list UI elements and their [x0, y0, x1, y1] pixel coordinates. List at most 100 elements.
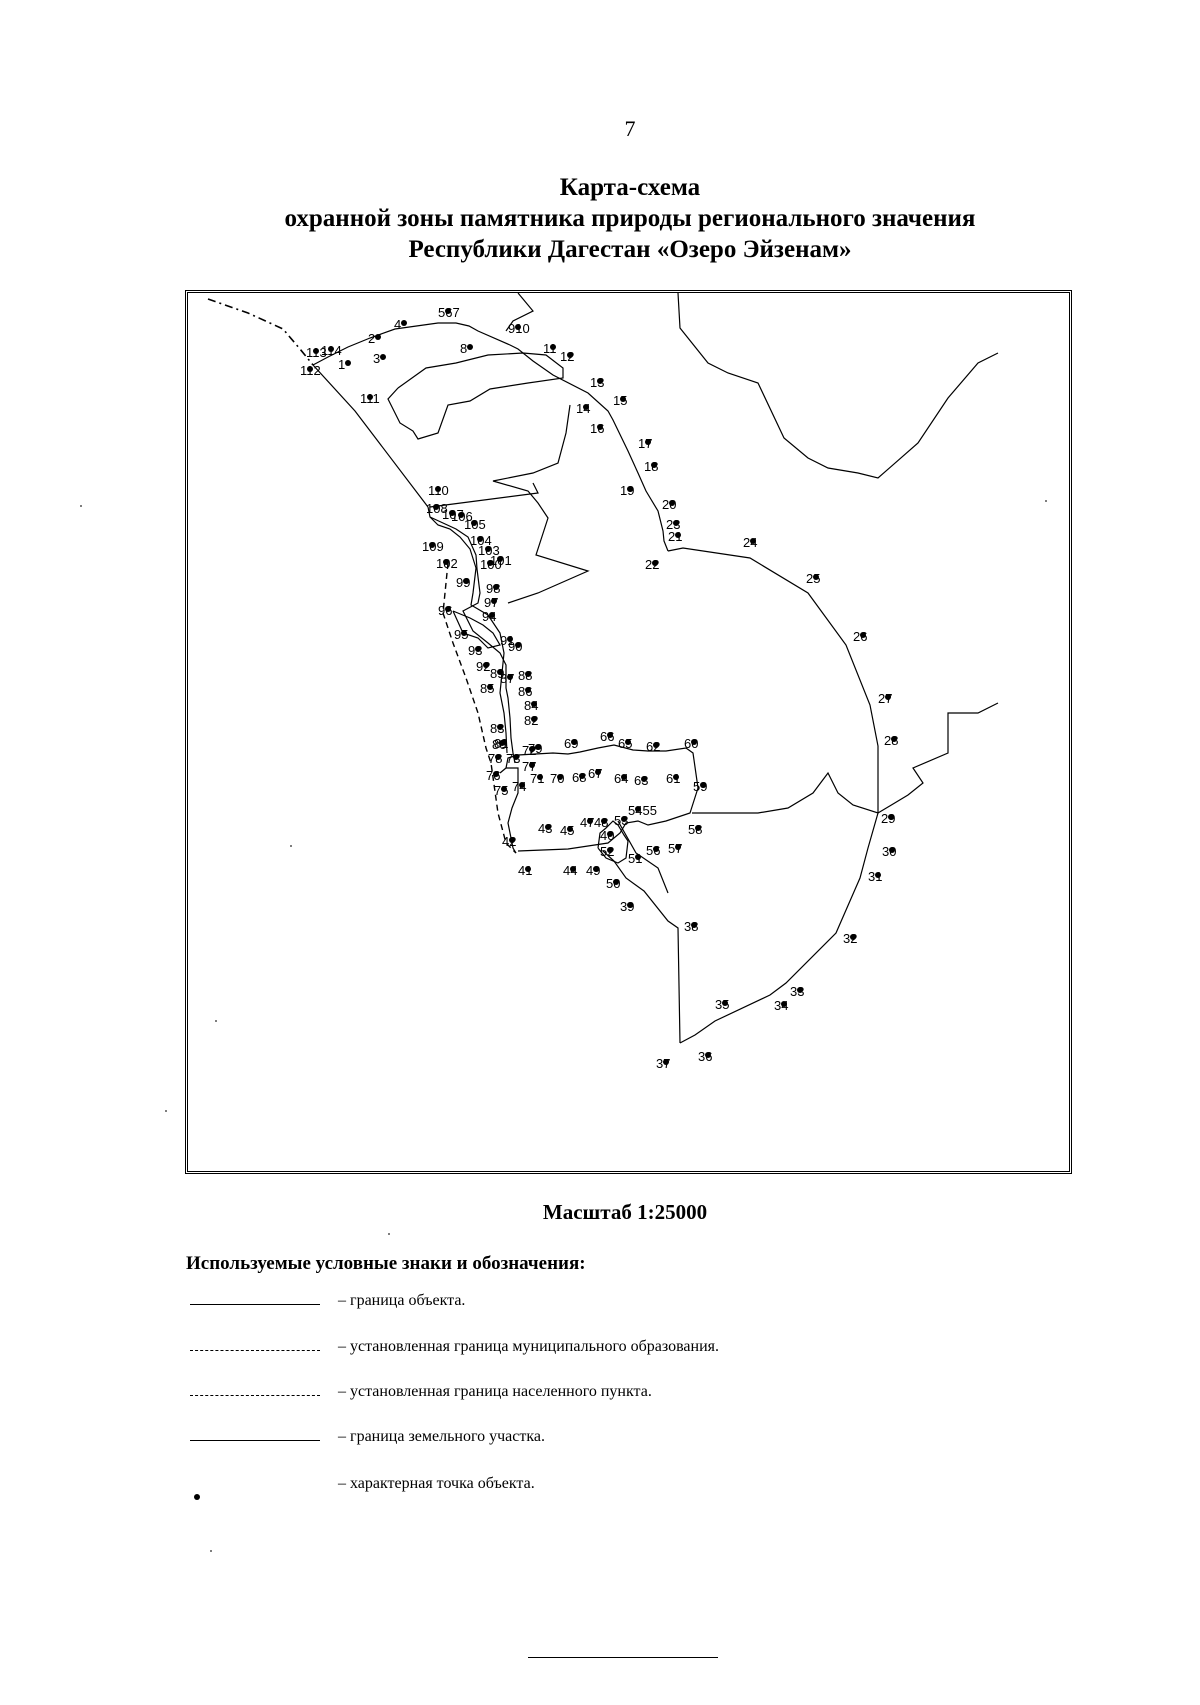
characteristic-point: [663, 1059, 669, 1065]
point-label: 567: [438, 305, 460, 320]
legend-item-municipal-boundary: – установленная граница муниципального о…: [190, 1338, 990, 1362]
terrain-outline-2: [492, 404, 590, 604]
point-label: 2: [368, 331, 375, 346]
characteristic-point: [885, 694, 891, 700]
point-label: 39: [620, 899, 634, 914]
point-label: 27: [878, 691, 892, 706]
characteristic-point: [691, 922, 697, 928]
legend-item-label: – граница земельного участка.: [338, 1428, 545, 1445]
characteristic-point: [445, 606, 451, 612]
characteristic-point: [483, 662, 489, 668]
point-label: 24: [743, 535, 757, 550]
characteristic-point: [593, 866, 599, 872]
point-label: 84: [524, 698, 538, 713]
characteristic-point: [597, 424, 603, 430]
point-label: 110: [428, 483, 449, 498]
legend-item-characteristic-point: – характерная точка объекта.: [190, 1475, 990, 1500]
characteristic-point: [607, 831, 613, 837]
object-boundary-inner: [597, 820, 629, 864]
characteristic-point: [307, 366, 313, 372]
characteristic-point: [813, 574, 819, 580]
point-label: 38: [684, 919, 698, 934]
point-label: 14: [576, 401, 590, 416]
characteristic-point: [507, 674, 513, 680]
characteristic-point: [620, 396, 626, 402]
point-label: 51: [628, 851, 642, 866]
settlement-boundary: [442, 562, 517, 854]
characteristic-point: [449, 510, 455, 516]
object-boundary-west-loop-2: [429, 516, 508, 754]
characteristic-point: [525, 671, 531, 677]
point-label: 78: [488, 751, 502, 766]
point-label: 77: [522, 759, 536, 774]
point-label: 49: [586, 863, 600, 878]
point-label: 18: [644, 459, 658, 474]
point-label: 73: [506, 751, 520, 766]
characteristic-point: [493, 771, 499, 777]
characteristic-point: [583, 404, 589, 410]
point-label: 52: [600, 844, 614, 859]
point-label: 75: [494, 783, 508, 798]
characteristic-point: [607, 732, 613, 738]
point-label: 111: [360, 391, 380, 406]
characteristic-point: [463, 578, 469, 584]
point-label: 97: [484, 595, 498, 610]
point-label: 108: [426, 501, 448, 516]
characteristic-point: [621, 774, 627, 780]
characteristic-point: [491, 598, 497, 604]
object-boundary-southern-loop: [499, 744, 699, 852]
object-boundary-west-inner: [452, 610, 501, 649]
land-plot-boundary-south: [617, 820, 669, 894]
point-label: 37: [656, 1056, 670, 1071]
point-label: 5455: [628, 803, 657, 818]
point-label: 85: [480, 681, 494, 696]
point-label: 19: [620, 483, 634, 498]
point-label: 8: [460, 341, 467, 356]
characteristic-point: [781, 1001, 787, 1007]
point-label: 16: [590, 421, 604, 436]
characteristic-point: [673, 520, 679, 526]
point-label: 48: [594, 815, 608, 830]
point-label: 12: [560, 349, 574, 364]
characteristic-point: [509, 837, 515, 843]
characteristic-point: [497, 556, 503, 562]
point-label: 112: [300, 363, 321, 378]
point-label: 22: [645, 557, 659, 572]
characteristic-point: [695, 825, 701, 831]
characteristic-point: [345, 360, 351, 366]
point-label: 59: [693, 779, 707, 794]
title-line-3: Республики Дагестан «Озеро Эйзенам»: [408, 236, 852, 263]
legend-item-label: – установленная граница населенного пунк…: [338, 1383, 652, 1400]
point-label: 29: [881, 811, 895, 826]
legend-item-label: – характерная точка объекта.: [338, 1475, 535, 1492]
point-label: 82: [524, 713, 538, 728]
point-label: 114: [321, 343, 342, 358]
characteristic-point: [860, 632, 866, 638]
point-label: 47: [580, 815, 594, 830]
characteristic-point: [477, 536, 483, 542]
characteristic-point: [888, 814, 894, 820]
characteristic-point: [429, 542, 435, 548]
characteristic-point: [507, 636, 513, 642]
characteristic-point: [461, 630, 467, 636]
characteristic-point: [313, 348, 319, 354]
map-labels-layer: 1234567891011121314151617181920212223242…: [300, 305, 898, 1071]
map-scheme: 1234567891011121314151617181920212223242…: [207, 293, 999, 1071]
characteristic-point: [531, 701, 537, 707]
point-label: 103: [478, 543, 500, 558]
characteristic-point: [621, 816, 627, 822]
point-label: 57: [668, 841, 682, 856]
point-label: 65: [618, 736, 632, 751]
characteristic-point: [587, 818, 593, 824]
characteristic-point: [669, 500, 675, 506]
point-label: 68: [572, 770, 586, 785]
characteristic-point: [595, 769, 601, 775]
characteristic-point: [627, 486, 633, 492]
footer-divider: [528, 1657, 718, 1658]
scan-speck: [80, 505, 82, 507]
characteristic-point: [458, 512, 464, 518]
point-label: 42: [502, 834, 516, 849]
object-boundary-west-loop: [427, 506, 516, 764]
map-scale: Масштаб 1:25000: [542, 1200, 708, 1224]
point-label: 93: [468, 643, 482, 658]
